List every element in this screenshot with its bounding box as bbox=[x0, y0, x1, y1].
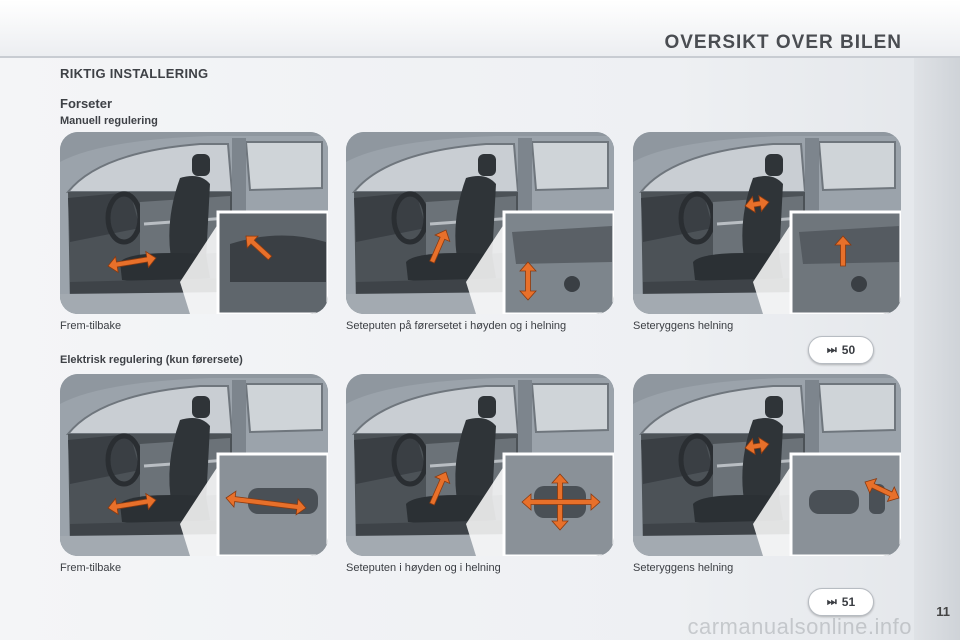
section-title: RIKTIG INSTALLERING bbox=[60, 66, 209, 81]
manual-adjustment-title: Manuell regulering bbox=[60, 115, 158, 127]
seat-illustration-svg bbox=[633, 374, 901, 556]
page-header-title: OVERSIKT OVER BILEN bbox=[664, 32, 902, 53]
page-reference-50[interactable]: ⏭ 50 bbox=[808, 336, 874, 364]
illustration-manual-fore-aft bbox=[60, 132, 328, 314]
page-reference-51[interactable]: ⏭ 51 bbox=[808, 588, 874, 616]
caption-electric-3: Seteryggens helning bbox=[633, 562, 734, 574]
electric-adjustment-title: Elektrisk regulering (kun førersete) bbox=[60, 354, 243, 366]
page-reference-number: 50 bbox=[841, 343, 856, 357]
page-number: 11 bbox=[936, 604, 950, 619]
seat-illustration-svg bbox=[60, 132, 328, 314]
fast-forward-icon: ⏭ bbox=[826, 595, 837, 608]
illustration-manual-backrest bbox=[633, 132, 901, 314]
caption-electric-2: Seteputen i høyden og i helning bbox=[346, 562, 501, 574]
seat-illustration-svg bbox=[346, 374, 614, 556]
seat-illustration-svg bbox=[633, 132, 901, 314]
illustration-manual-cushion-height bbox=[346, 132, 614, 314]
illustration-electric-cushion-height bbox=[346, 374, 614, 556]
fast-forward-icon: ⏭ bbox=[826, 343, 837, 356]
header-band bbox=[0, 0, 960, 58]
caption-manual-3: Seteryggens helning bbox=[633, 320, 734, 332]
section-subtitle: Forseter bbox=[60, 96, 113, 111]
caption-manual-1: Frem-tilbake bbox=[60, 320, 122, 332]
watermark-text: carmanualsonline.info bbox=[687, 614, 912, 639]
page-reference-number: 51 bbox=[841, 595, 856, 609]
seat-illustration-svg bbox=[60, 374, 328, 556]
caption-electric-1: Frem-tilbake bbox=[60, 562, 122, 574]
page-edge-strip bbox=[914, 0, 960, 640]
illustration-electric-backrest bbox=[633, 374, 901, 556]
illustration-electric-fore-aft bbox=[60, 374, 328, 556]
caption-manual-2: Seteputen på førersetet i høyden og i he… bbox=[346, 320, 567, 332]
seat-illustration-svg bbox=[346, 132, 614, 314]
